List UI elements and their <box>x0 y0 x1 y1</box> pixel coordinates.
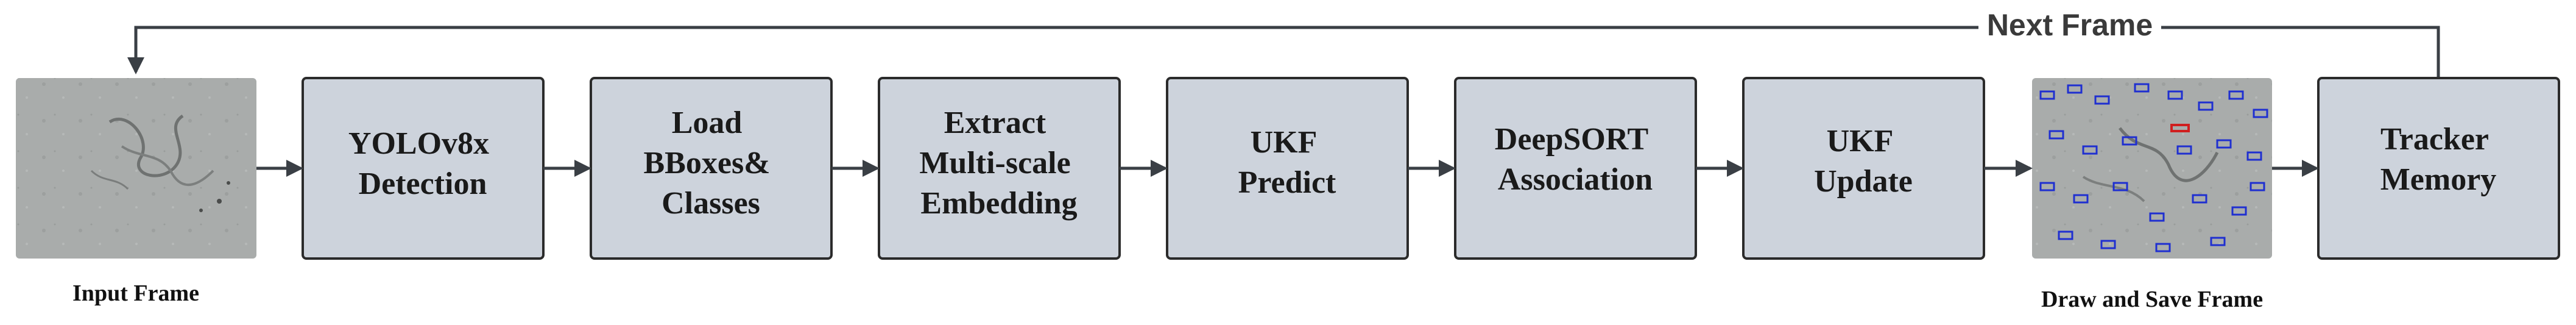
input-caption: Input Frame <box>72 280 199 306</box>
step-load-bboxes: Load BBoxes& Classes <box>590 77 833 260</box>
svg-text:Extract Multi-scale: Extract Multi-scale Embedding <box>919 105 1078 221</box>
step-load-line-1: Load <box>672 105 743 140</box>
step-load-line-3: Classes <box>662 186 760 221</box>
highlighted-box <box>2170 124 2190 132</box>
feedback-loop: Next Frame <box>127 8 2440 78</box>
svg-text:Tracker Memory: Tracker Memory <box>2380 122 2497 197</box>
step-ukf-update: UKF Update <box>1742 77 1985 260</box>
svg-text:YOLOv8x Detection: YOLOv8x Detection <box>348 126 497 201</box>
svg-text:Load BBoxes& Class: Load BBoxes& Classes <box>644 105 778 221</box>
input-frame-image <box>16 78 256 259</box>
step-extract-embedding: Extract Multi-scale Embedding <box>878 77 1121 260</box>
step-ukf-predict-line-2: Predict <box>1238 165 1336 200</box>
step-ukf-update-line-1: UKF <box>1827 124 1893 159</box>
svg-text:UKF Predict: UKF Predict <box>1238 125 1336 200</box>
detection-boxes <box>2039 83 2268 252</box>
svg-text:DeepSORT Association: DeepSORT Association <box>1495 122 1656 197</box>
step-yolo-line-2: Detection <box>359 166 487 201</box>
step-yolo-line-1: YOLOv8x <box>348 126 489 161</box>
step-extract-line-2: Multi-scale <box>919 146 1070 180</box>
step-yolo-detection: YOLOv8x Detection <box>302 77 545 260</box>
step-tracker-line-2: Memory <box>2380 162 2497 197</box>
svg-text:UKF Update: UKF Update <box>1814 124 1913 199</box>
loop-label: Next Frame <box>1987 8 2153 42</box>
step-ukf-update-line-2: Update <box>1814 164 1913 199</box>
step-deepsort-association: DeepSORT Association <box>1454 77 1697 260</box>
loop-line <box>127 26 2440 78</box>
output-frame-image <box>2032 78 2272 259</box>
loop-label-bg <box>1978 9 2161 46</box>
step-deepsort-line-2: Association <box>1498 162 1653 197</box>
step-load-line-2: BBoxes& <box>644 146 771 180</box>
step-tracker-line-1: Tracker <box>2380 122 2488 157</box>
step-ukf-predict-line-1: UKF <box>1251 125 1316 160</box>
step-ukf-predict: UKF Predict <box>1166 77 1409 260</box>
step-deepsort-line-1: DeepSORT <box>1495 122 1648 157</box>
step-extract-line-3: Embedding <box>920 186 1077 221</box>
step-tracker-memory: Tracker Memory <box>2317 77 2560 260</box>
output-caption: Draw and Save Frame <box>2041 287 2263 312</box>
step-extract-line-1: Extract <box>944 105 1046 140</box>
